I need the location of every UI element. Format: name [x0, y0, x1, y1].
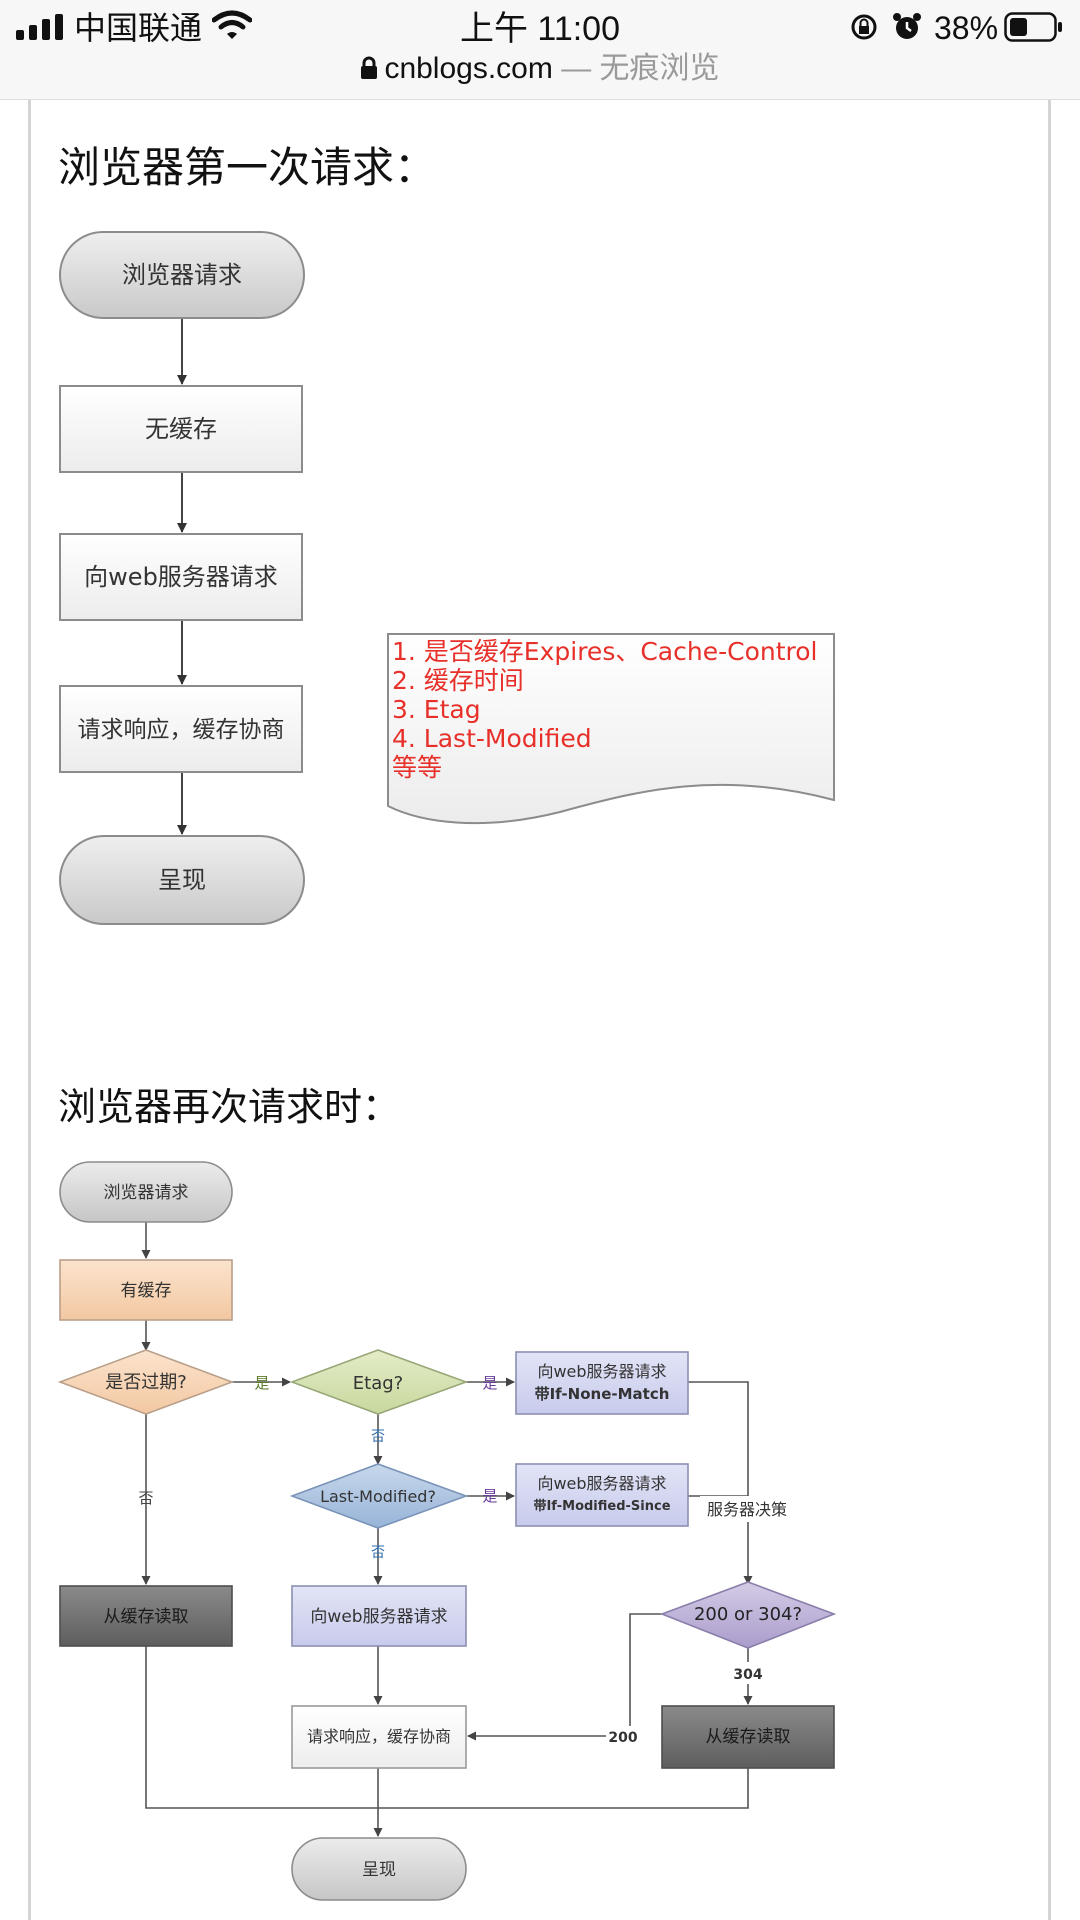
d1-no-cache-label: 无缓存: [145, 415, 217, 443]
lock-icon: [361, 56, 378, 79]
section-title-repeat-request: 浏览器再次请求时：: [58, 1085, 401, 1129]
d2-end-label: 呈现: [362, 1860, 396, 1880]
d1-note-line-1: 1. 是否缓存Expires、Cache-Control: [392, 637, 817, 666]
first-request-flowchart: 浏览器请求 无缓存 向web服务器请求 请求响应，缓存协商 呈现 1. 是否缓存…: [59, 231, 835, 925]
d2-expired-label: 是否过期?: [105, 1372, 187, 1393]
d2-req-lastmod-line1: 向web服务器请求: [537, 1474, 666, 1493]
d1-note-line-2: 2. 缓存时间: [392, 666, 524, 695]
d2-start-label: 浏览器请求: [104, 1183, 189, 1203]
address-bar[interactable]: cnblogs.com — 无痕浏览: [0, 54, 1080, 84]
d2-read-cache-left-node: 从缓存读取: [59, 1585, 233, 1647]
d1-start-node: 浏览器请求: [59, 231, 305, 319]
d2-has-cache-label: 有缓存: [121, 1281, 172, 1301]
content-frame-left: [28, 100, 31, 1920]
url-domain: cnblogs.com: [384, 52, 553, 85]
d1-end-node: 呈现: [59, 835, 305, 925]
d1-note-document: 1. 是否缓存Expires、Cache-Control 2. 缓存时间 3. …: [387, 633, 835, 825]
d2-has-cache-node: 有缓存: [59, 1259, 233, 1321]
d2-lastmod-label: Last-Modified?: [320, 1487, 436, 1506]
d2-read-cache-right-node: 从缓存读取: [661, 1705, 835, 1769]
d1-note-line-3: 3. Etag: [392, 695, 481, 724]
section-title-first-request: 浏览器第一次请求：: [58, 143, 437, 192]
d2-no-label-2: 否: [371, 1545, 385, 1561]
repeat-request-flowchart: 浏览器请求 有缓存 是否过期? 是 Etag? 是 向web服务器请求 带If-…: [57, 1161, 837, 1901]
d1-request-server-label: 向web服务器请求: [84, 563, 278, 591]
d2-no-label-1: 否: [371, 1429, 385, 1445]
d2-no-label-3: 否: [138, 1489, 153, 1507]
d2-response-label: 请求响应，缓存协商: [307, 1727, 451, 1746]
d2-req-server-node: 向web服务器请求: [291, 1585, 467, 1647]
d2-code-decision: 200 or 304?: [659, 1581, 837, 1649]
d1-end-label: 呈现: [158, 866, 206, 894]
d2-read-cache-left-label: 从缓存读取: [104, 1607, 189, 1627]
d2-etag-label: Etag?: [353, 1373, 403, 1394]
battery-icon: [1004, 12, 1062, 42]
d2-expired-decision: 是否过期?: [57, 1349, 235, 1415]
d1-no-cache-node: 无缓存: [59, 385, 303, 473]
d2-end-node: 呈现: [291, 1837, 467, 1901]
d2-server-decide-label: 服务器决策: [707, 1500, 787, 1519]
rotation-lock-icon: [851, 14, 877, 40]
d2-code-label: 200 or 304?: [694, 1604, 802, 1625]
d2-req-server-label: 向web服务器请求: [310, 1607, 447, 1627]
d2-req-lastmod-line2: 带If-Modified-Since: [533, 1498, 670, 1514]
signal-icon: [16, 14, 63, 40]
d2-yes-label-3: 是: [482, 1487, 497, 1505]
d2-response-node: 请求响应，缓存协商: [291, 1705, 467, 1769]
private-mode-label: — 无痕浏览: [561, 52, 720, 85]
d1-note-line-5: 等等: [392, 753, 442, 782]
d2-start-node: 浏览器请求: [59, 1161, 233, 1223]
d2-etag-decision: Etag?: [289, 1349, 469, 1415]
battery-percentage: 38%: [934, 10, 999, 46]
carrier-name: 中国联通: [74, 10, 203, 46]
d2-200-label: 200: [608, 1730, 637, 1746]
d1-response-node: 请求响应，缓存协商: [59, 685, 303, 773]
content-frame-right: [1048, 100, 1051, 1920]
wifi-icon: [212, 10, 252, 39]
d2-read-cache-right-label: 从缓存读取: [706, 1727, 791, 1747]
d2-200-tag: 200: [606, 1726, 640, 1748]
d2-req-lastmod-node: 向web服务器请求 带If-Modified-Since: [515, 1463, 689, 1527]
d1-note-line-4: 4. Last-Modified: [392, 724, 592, 753]
d1-start-label: 浏览器请求: [122, 261, 242, 289]
d2-lastmod-decision: Last-Modified?: [289, 1463, 469, 1529]
status-bar: 中国联通 上午 11:00 38% cnblogs.com — 无痕浏览: [0, 0, 1080, 100]
status-clock: 上午 11:00: [459, 10, 620, 48]
alarm-icon: [893, 13, 921, 39]
d2-304-tag: 304: [730, 1662, 766, 1684]
d2-req-etag-line2: 带If-None-Match: [535, 1385, 670, 1403]
d2-yes-label-1: 是: [254, 1374, 269, 1392]
d2-req-etag-node: 向web服务器请求 带If-None-Match: [515, 1351, 689, 1415]
d1-response-label: 请求响应，缓存协商: [78, 717, 285, 743]
d2-304-label: 304: [733, 1667, 762, 1683]
d1-request-server-node: 向web服务器请求: [59, 533, 303, 621]
d2-yes-label-2: 是: [482, 1374, 497, 1392]
d2-req-etag-line1: 向web服务器请求: [537, 1362, 666, 1381]
d2-server-decide-tag: 服务器决策: [700, 1496, 794, 1522]
